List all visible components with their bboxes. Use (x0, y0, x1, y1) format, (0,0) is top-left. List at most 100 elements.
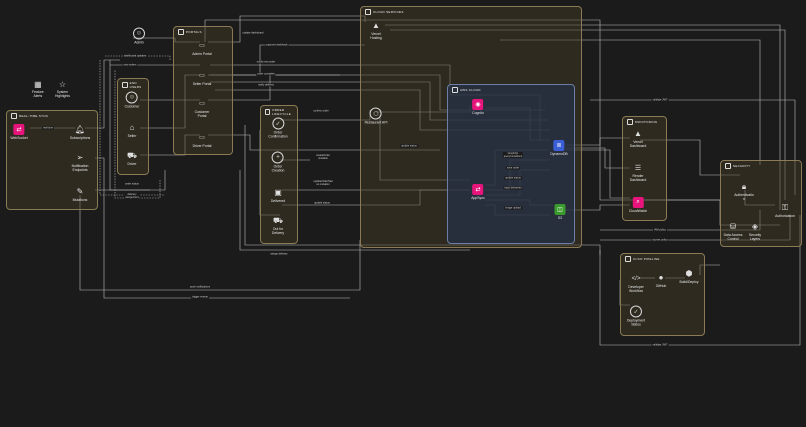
node-authentication-label: Authenticatio n (734, 193, 754, 201)
vercel-triangle-icon: ▲ (634, 129, 642, 138)
aws-icon (452, 87, 458, 93)
laptop-icon: ▭ (199, 73, 205, 79)
vercel-triangle-icon: ▲ (372, 21, 380, 30)
node-driver-portal-label: Driver Portal (192, 144, 212, 148)
edge-label-payment-webhook: payment webhook (265, 43, 289, 47)
group-order-lifecycle-title: ORDER LIFECYCLE (272, 108, 292, 116)
node-restaurant-api-label: Restaurant API (364, 120, 388, 125)
github-icon: ● (658, 273, 664, 282)
edge-label-save-order: save order (505, 166, 521, 170)
check-circle-icon: ✓ (271, 117, 284, 130)
node-render-dashboard-label: Render Dashboard (629, 174, 647, 182)
node-cloudwatch-label: CloudWatch (628, 209, 648, 213)
edge-admin-portal (133, 37, 200, 43)
edge-subscriptions-users (85, 59, 120, 129)
node-vercel-hosting: ▲ Vercel Hosting (370, 20, 382, 40)
cognito-icon: ◉ (472, 99, 484, 110)
node-security-layers-label: Security Layers (748, 233, 762, 241)
node-deployment-status: ✓ Deployment Status (626, 305, 646, 327)
s3-bucket-icon: ◫ (554, 204, 566, 215)
appsync-icon: ⇄ (472, 184, 484, 195)
group-cicd-title: CI/CD PIPELINE (633, 257, 660, 261)
browser-icon (178, 29, 184, 35)
node-authorization-label: Authorization (775, 214, 795, 218)
group-security: SECURITY (720, 160, 802, 247)
group-cloud-services-title: CLOUD SERVICES (373, 10, 404, 14)
edge-label-dashboard-updates: dashboard updates (122, 54, 148, 58)
node-seller: ⌂ Seller (127, 122, 138, 138)
node-websocket: ⇄ WebSocket (10, 124, 28, 140)
node-developer-workflow-label: Developer Workflow (628, 285, 644, 293)
send-icon: ➢ (76, 153, 84, 162)
server-icon: ☰ (634, 164, 642, 172)
node-deployment-status-label: Deployment Status (626, 318, 646, 327)
users-icon (122, 82, 128, 88)
edge-label-iam-policy: IAM policy (653, 228, 667, 232)
edge-label-update-status: update status (400, 144, 418, 148)
edge-label-updateorderstatus-mutation: updateOrderStat us mutation (312, 180, 334, 186)
node-notification-endpoints-label: Notification Endpoints (71, 164, 89, 172)
edge-label-confirm-order: confirm order (312, 109, 330, 113)
monitor-icon (627, 119, 633, 125)
refresh-icon (265, 109, 271, 115)
node-delivered-label: Delivered (270, 199, 286, 203)
node-subscriptions: 🔔︎ Subscriptions (70, 124, 90, 140)
node-subscriptions-label: Subscriptions (69, 136, 91, 140)
key-icon: ⚿ (781, 202, 789, 212)
group-portals-title: PORTALS (186, 30, 202, 34)
code-icon: </> (631, 275, 641, 282)
node-vercel-dashboard: ▲ Vercel Dashboard (630, 128, 647, 148)
node-order-confirmation: ✓ Order Confirmation (268, 117, 288, 139)
node-render-dashboard: ☰ Render Dashboard (629, 162, 647, 183)
sync-icon (11, 113, 17, 119)
node-vercel-dashboard-label: Vercel Dashboard (629, 140, 647, 148)
laptop-icon: ▭ (199, 101, 205, 107)
cube-icon: ⬢ (685, 269, 693, 278)
group-portals: PORTALS (173, 26, 233, 155)
edge-label-update-dashboard: update dashboard (241, 31, 265, 35)
appsync-icon: ⇄ (13, 124, 25, 135)
edge-label-validate-jwt: validate JWT (651, 98, 669, 102)
node-cognito: ◉ Cognito (472, 99, 484, 115)
shield-icon (725, 163, 731, 169)
grid-icon: ▦ (34, 80, 42, 89)
node-order-creation: + Order Creation (272, 151, 284, 173)
node-github: ● GitHub (656, 272, 667, 288)
edge-label-notify-new-order: notify new order (255, 60, 277, 64)
node-seller-portal-label: Seller Portal (192, 82, 212, 86)
node-appsync-label: AppSync (471, 196, 485, 200)
node-customer-portal-label: Customer Portal (194, 110, 210, 118)
node-customer-label: Customer (124, 104, 140, 109)
node-seller-portal[interactable]: ▭ Seller Portal (193, 70, 211, 86)
node-customer: ☺ Customer (124, 91, 140, 109)
legend-feature-alerts: ▦ Feature Alerts (32, 79, 44, 98)
edge-label-graphql: GraphQL query/mutations (502, 152, 524, 158)
laptop-icon: ▭ (199, 135, 205, 141)
group-security-title: SECURITY (733, 164, 751, 168)
edge-label-delivery-assignment: delivery assignment (124, 193, 140, 199)
node-admin: ☺ Admin (133, 27, 145, 45)
node-driver-portal[interactable]: ▭ Driver Portal (193, 132, 212, 148)
node-s3: ◫ S3 (554, 204, 566, 220)
edge-push (95, 189, 350, 299)
node-data-access-control-label: Data Access Control (723, 233, 743, 241)
node-customer-portal[interactable]: ▭ Customer Portal (195, 98, 210, 118)
cloudwatch-icon: ⌕ (632, 197, 644, 208)
node-data-access-control: ⛁ Data Access Control (724, 221, 743, 241)
node-admin-portal[interactable]: ▭ Admin Portal (192, 40, 211, 56)
edge-label-order-status: order status (124, 182, 140, 186)
node-github-label: GitHub (655, 284, 667, 288)
node-admin-label: Admin (134, 40, 144, 45)
edge-label-track-deliveries: track deliveries (503, 186, 523, 190)
edge-label-new-orders: new orders (122, 63, 138, 67)
node-cognito-label: Cognito (472, 111, 484, 115)
node-mutations-label: Mutations (72, 198, 88, 202)
pencil-icon: ✎ (76, 187, 84, 196)
node-seller-label: Seller (127, 134, 137, 138)
bell-icon: 🔔︎ (74, 125, 86, 134)
group-aws-cloud-title: AWS CLOUD (460, 88, 481, 92)
group-end-users-title: END USERS (129, 81, 142, 89)
edge-label-update-status-2: update status (313, 201, 331, 205)
